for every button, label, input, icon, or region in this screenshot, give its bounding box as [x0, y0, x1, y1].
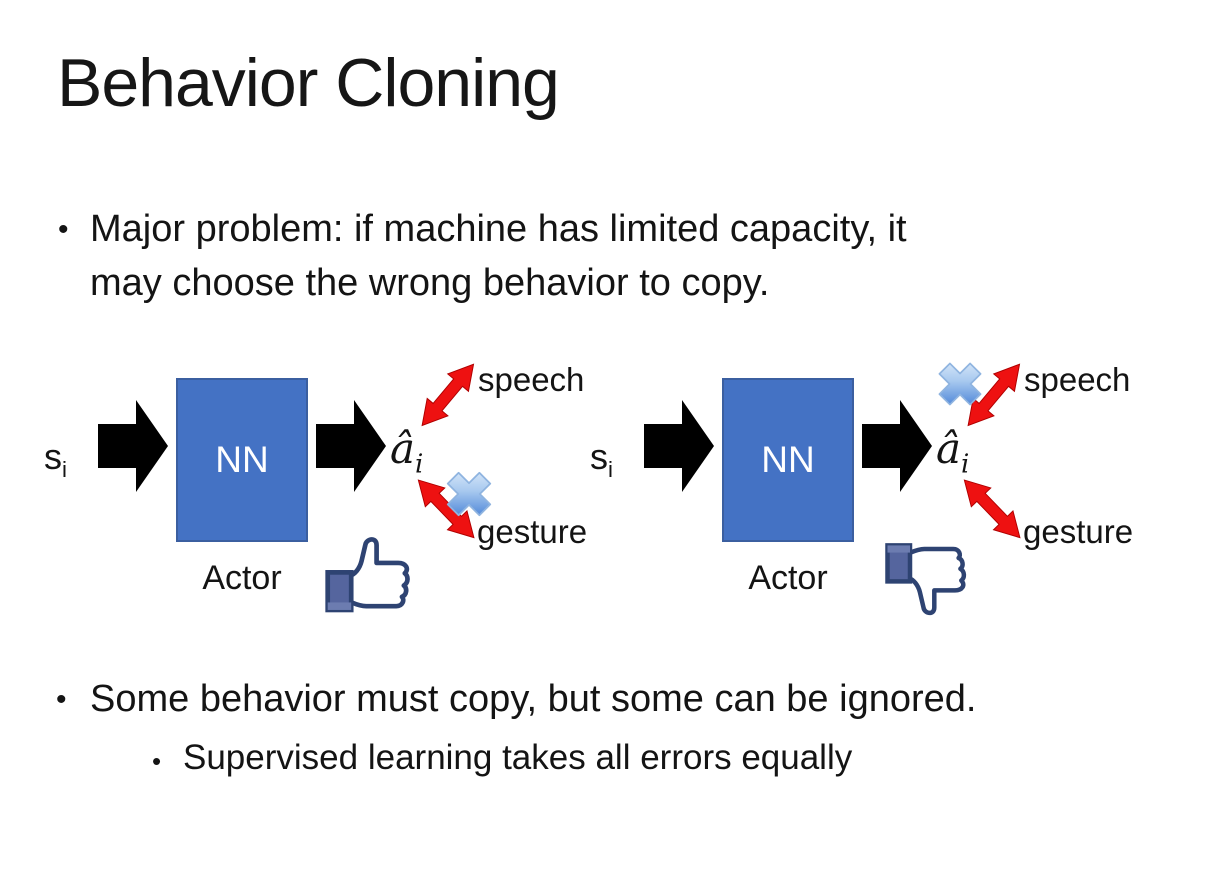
action-subscript: i — [961, 449, 970, 480]
gesture-label: gesture — [1023, 513, 1134, 550]
behavior-cloning-diagram-left: si NN Actor âi speech gesture — [30, 350, 645, 642]
behavior-cloning-diagram-right: si NN Actor âi speech gesture — [576, 350, 1191, 642]
thumbs-down-icon — [883, 534, 973, 618]
actor-label: Actor — [748, 559, 828, 597]
flow-arrow-icon — [98, 398, 168, 494]
speech-label: speech — [478, 361, 585, 398]
double-arrow-icon — [410, 353, 487, 437]
state-symbol: s — [44, 436, 62, 477]
nn-box: NN — [176, 378, 308, 542]
nn-box: NN — [722, 378, 854, 542]
nn-label: NN — [215, 439, 269, 480]
flow-arrow-icon — [644, 398, 714, 494]
flow-arrow-icon — [316, 398, 386, 494]
bullet2-text: Some behavior must copy, but some can be… — [90, 678, 977, 720]
action-symbol: â — [390, 424, 416, 473]
bullet1-line2: may choose the wrong behavior to copy. — [90, 262, 770, 304]
action-subscript: i — [415, 449, 424, 480]
thumbs-up-icon — [323, 533, 417, 623]
action-symbol: â — [936, 424, 962, 473]
sub-bullet-marker: • — [152, 746, 162, 776]
bullet-marker: • — [58, 213, 69, 246]
sub-bullet-text: Supervised learning takes all errors equ… — [183, 738, 853, 777]
state-symbol: s — [590, 436, 608, 477]
action-output-label: âi — [936, 424, 969, 479]
gesture-label: gesture — [477, 513, 588, 550]
speech-label: speech — [1024, 361, 1131, 398]
nn-label: NN — [761, 439, 815, 480]
cross-out-icon — [929, 353, 991, 415]
slide-title: Behavior Cloning — [57, 45, 560, 121]
cross-out-icon — [437, 462, 501, 526]
state-input-label: si — [44, 436, 67, 483]
bullet-marker: • — [56, 683, 67, 716]
flow-arrow-icon — [862, 398, 932, 494]
state-subscript: i — [62, 457, 67, 483]
state-subscript: i — [608, 457, 613, 483]
actor-label: Actor — [202, 559, 282, 597]
state-input-label: si — [590, 436, 613, 483]
action-output-label: âi — [390, 424, 423, 479]
bullet1-line1: Major problem: if machine has limited ca… — [90, 208, 907, 250]
